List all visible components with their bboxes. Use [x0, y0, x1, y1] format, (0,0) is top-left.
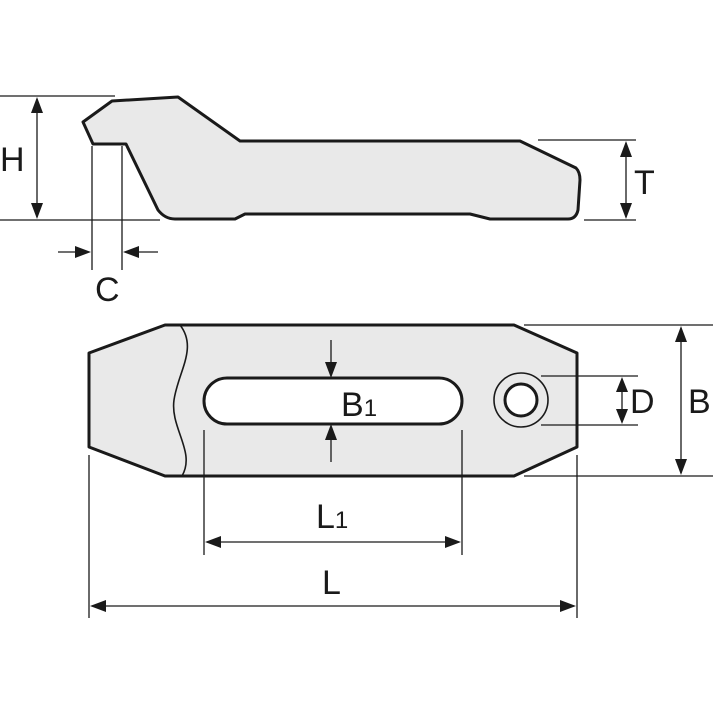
d-arrow-bottom [616, 409, 628, 424]
b-arrow-bottom [675, 459, 687, 475]
h-label: H [0, 141, 25, 179]
l1-arrow-left [205, 536, 221, 548]
c-label: C [95, 271, 120, 309]
b1-label-sub: 1 [364, 395, 377, 422]
t-arrow-top [620, 141, 632, 157]
d-label: D [630, 383, 655, 421]
h-arrow-bottom [31, 203, 43, 219]
l-label: L [322, 564, 341, 602]
d-arrow-top [616, 377, 628, 392]
b1-arrow-top [325, 362, 337, 378]
b-label: B [688, 383, 711, 421]
bevel-curve [172, 324, 189, 477]
l1-arrow-right [445, 536, 461, 548]
c-arrow-left [75, 246, 91, 258]
b1-arrow-bottom [325, 424, 337, 440]
c-arrow-right [123, 246, 139, 258]
h-arrow-top [31, 97, 43, 113]
l1-label: L1 [316, 498, 348, 536]
l-arrow-right [560, 600, 576, 612]
bolt-hole [503, 382, 539, 418]
side-profile [81, 95, 582, 221]
b-arrow-top [675, 326, 687, 342]
t-label: T [634, 164, 655, 202]
l1-label-sub: 1 [335, 507, 348, 534]
t-arrow-bottom [620, 203, 632, 219]
slot-hole [202, 376, 464, 426]
b1-label-main: B [341, 386, 364, 424]
top-view: B1 D B L1 L [87, 323, 713, 618]
l-arrow-left [90, 600, 106, 612]
side-view: H C T [0, 95, 655, 309]
l1-label-main: L [316, 498, 335, 536]
b1-label: B1 [341, 386, 377, 424]
